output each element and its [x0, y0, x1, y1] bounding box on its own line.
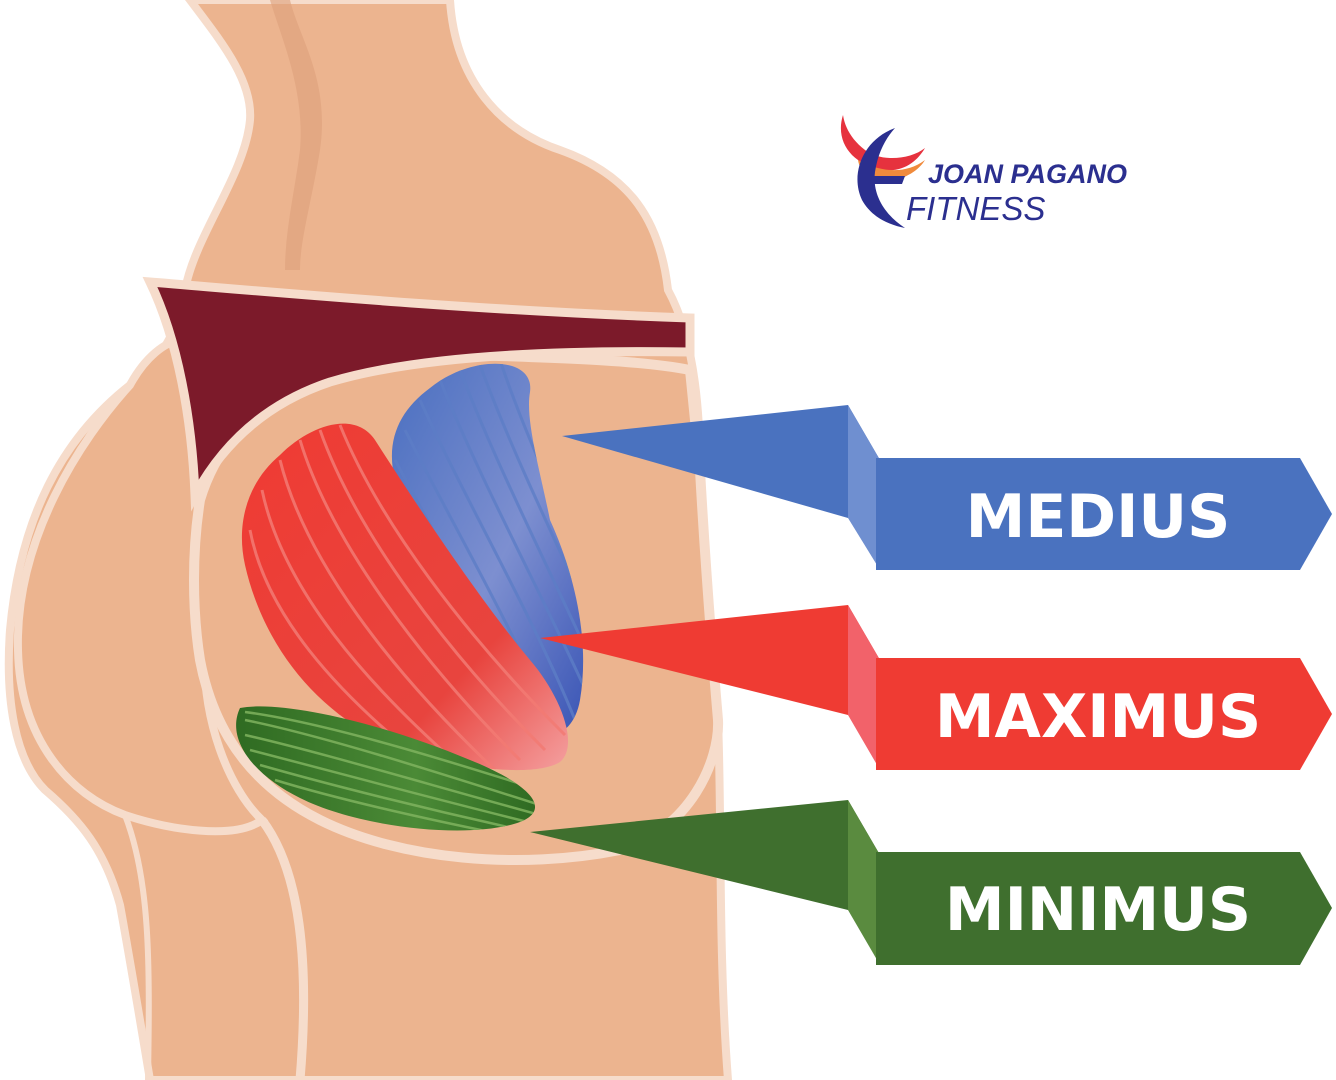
- logo-line1: JOAN PAGANO: [928, 159, 1127, 189]
- muscle-medius: [391, 363, 584, 736]
- label-medius-text: MEDIUS: [966, 482, 1231, 552]
- label-minimus: MINIMUS: [530, 800, 1332, 965]
- label-medius: MEDIUS: [562, 405, 1332, 570]
- logo-line2: FITNESS: [906, 190, 1045, 227]
- joan-pagano-logo: JOAN PAGANO FITNESS: [840, 115, 1127, 228]
- label-minimus-text: MINIMUS: [945, 875, 1251, 945]
- label-maximus-text: MAXIMUS: [935, 682, 1261, 752]
- label-maximus: MAXIMUS: [540, 605, 1332, 770]
- muscle-minimus: [236, 706, 536, 831]
- garment: [142, 276, 695, 512]
- logo-swoosh-icon: [840, 115, 925, 228]
- muscle-maximus: [241, 423, 569, 771]
